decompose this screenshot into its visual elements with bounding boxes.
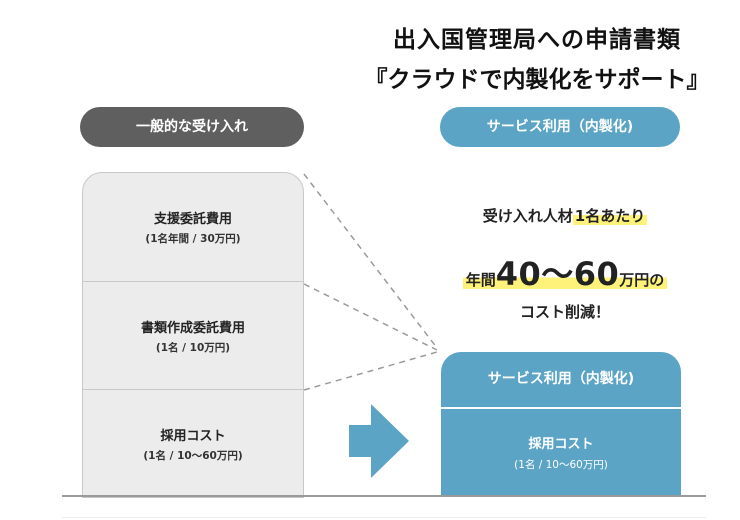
bottom-divider — [62, 517, 706, 518]
dashed-line-top — [303, 173, 438, 349]
page-title: 出入国管理局への申請書類 — [393, 27, 681, 53]
block-subtitle: (1名 / 10〜60万円) — [514, 459, 608, 471]
block-title: 支援委託費用 — [153, 212, 232, 227]
support-fee-block: 支援委託費用 (1名年間 / 30万円) — [82, 172, 304, 282]
block-title: 採用コスト — [160, 428, 226, 444]
message-particle-text: の — [649, 271, 665, 289]
message-one-person-highlight: 1名あたり — [572, 207, 648, 225]
dashed-line-middle — [303, 283, 438, 351]
service-use-block: サービス利用（内製化) — [441, 352, 681, 407]
document-fee-block: 書類作成委託費用 (1名 / 10万円) — [82, 282, 304, 390]
message-per-person-text: 受け入れ人材 — [482, 207, 573, 225]
message-line-3: コスト削減！ — [519, 303, 610, 321]
message-amount-text: 40〜60 — [495, 255, 620, 293]
block-subtitle: (1名年間 / 30万円) — [145, 233, 241, 245]
block-subtitle: (1名 / 10〜60万円) — [143, 449, 243, 462]
message-annual-text: 年間 — [465, 271, 496, 289]
service-use-label: サービス利用（内製化) — [440, 107, 680, 147]
baseline-divider — [62, 495, 706, 497]
message-line-2: 年間40〜60万円の — [430, 249, 700, 295]
general-acceptance-label: 一般的な受け入れ — [80, 107, 304, 147]
recruit-cost-block: 採用コスト (1名 / 10〜60万円) — [82, 390, 304, 498]
dashed-line-bottom — [303, 351, 438, 391]
message-unit-text: 万円 — [619, 271, 650, 289]
service-recruit-cost-block: 採用コスト (1名 / 10〜60万円) — [441, 407, 681, 496]
block-subtitle: (1名 / 10万円) — [155, 341, 231, 354]
page-subtitle: 『クラウドで内製化をサポート』 — [364, 67, 710, 93]
block-title: 採用コスト — [528, 437, 594, 452]
block-title: 書類作成委託費用 — [140, 320, 245, 336]
right-arrow-icon — [349, 404, 409, 478]
